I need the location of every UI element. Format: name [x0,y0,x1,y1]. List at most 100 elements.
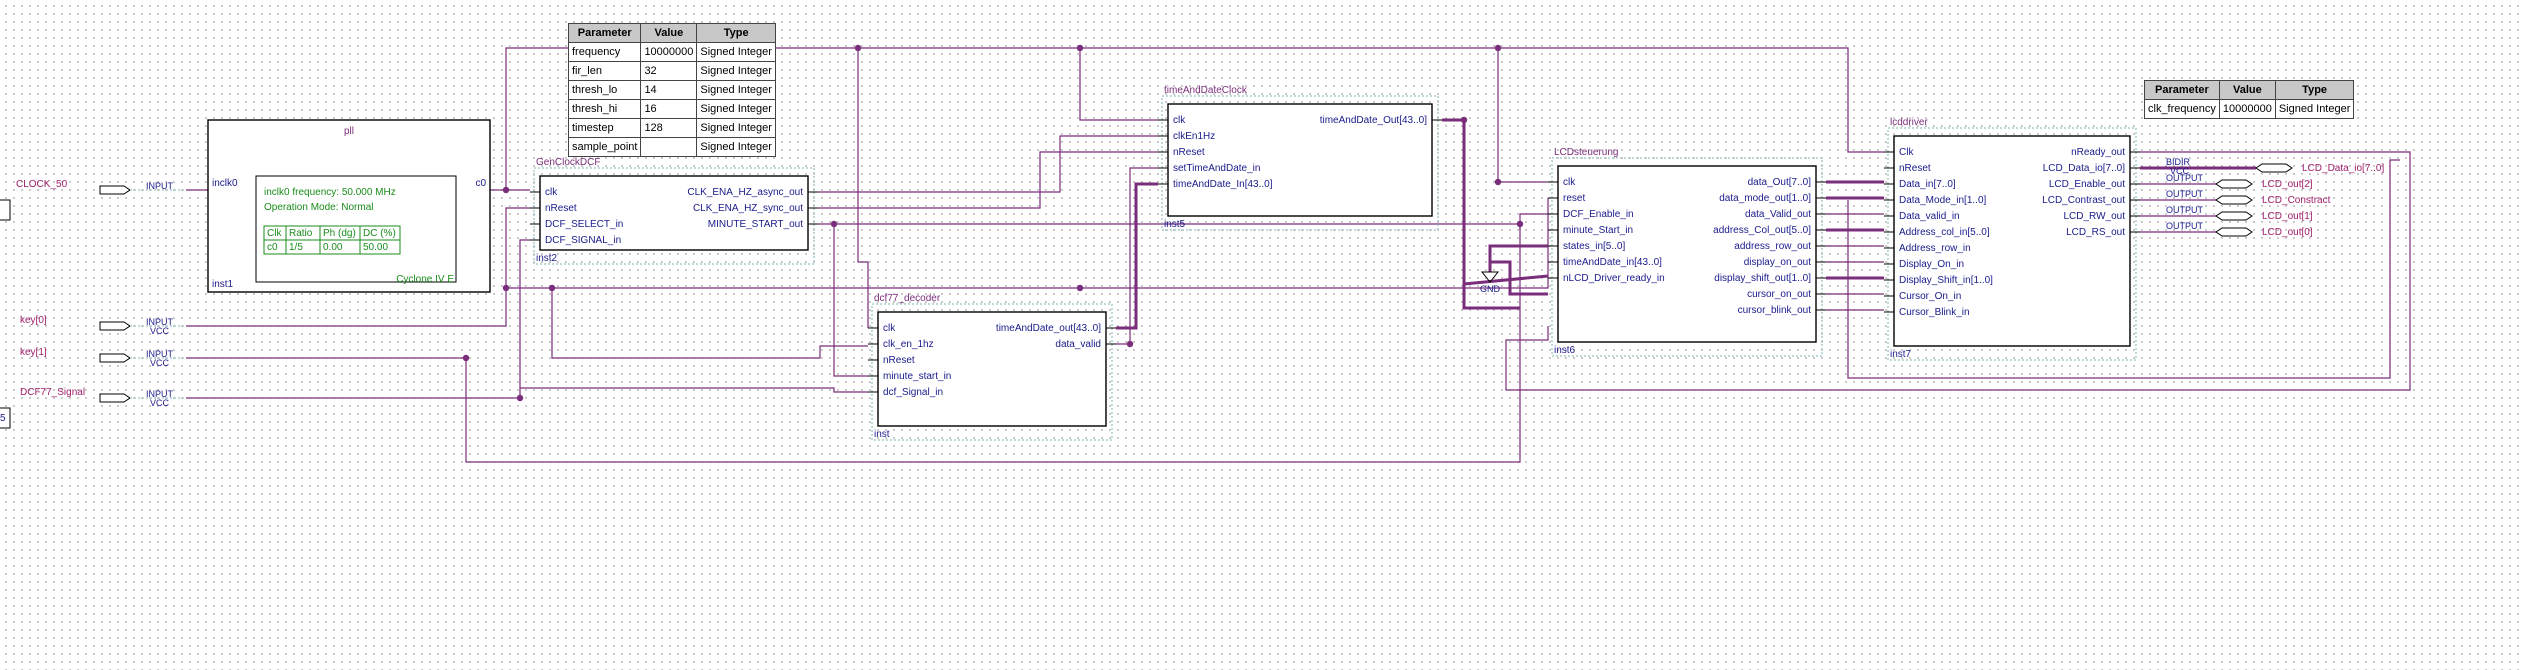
pin-symbol [2215,179,2253,189]
output-pin[interactable] [2215,227,2253,237]
junction-dot [516,394,524,402]
output-port: LCD_Contrast_out [2042,195,2125,206]
param-cell: 10000000 [2218,99,2276,119]
genclockdcf-block[interactable] [530,167,818,265]
output-port: CLK_ENA_HZ_async_out [687,187,803,198]
param-cell: thresh_lo [567,80,642,100]
junction-dot [1494,178,1502,186]
input-pin[interactable] [99,353,186,363]
junction-dots [462,44,1524,402]
pll-table-value: 1/5 [289,242,303,253]
pll-table-header: DC (%) [363,228,396,239]
input-port: nLCD_Driver_ready_in [1563,273,1665,284]
lcddriver-block-title: lcddriver [1890,117,1928,128]
param-cell: 16 [640,99,698,119]
wire [1116,167,1158,345]
output-port: nReady_out [2071,147,2125,158]
param-cell: 128 [640,118,698,138]
wire [505,207,530,288]
input-port: Display_Shift_in[1..0] [1899,275,1993,286]
wire [1505,151,2411,391]
block-body [877,311,1107,427]
output-port: data_Valid_out [1745,209,1811,220]
input-port: clk_en_1hz [883,339,934,350]
input-port: states_in[5..0] [1563,241,1625,252]
input-port: Address_row_in [1899,243,1971,254]
wire [818,135,1158,193]
wire [857,48,869,328]
pin-direction: INPUT [146,181,174,191]
input-port: minute_Start_in [1563,225,1633,236]
output-port: LCD_RS_out [2066,227,2125,238]
pin-vcc: VCC [150,358,170,368]
genclockdcf-block-title: GenClockDCF [536,157,600,168]
input-pin[interactable] [99,321,186,331]
junction-dot [548,284,556,292]
output-port: timeAndDate_out[43..0] [996,323,1101,334]
param-cell: 14 [640,80,698,100]
param-cell: Signed Integer [696,80,776,100]
lcddriver-block[interactable] [1884,127,2140,361]
pin-symbol [2215,211,2253,221]
output-port: address_row_out [1734,241,1811,252]
input-pin[interactable] [99,393,186,403]
lcdsteuerung-block-inst: inst6 [1554,345,1576,356]
param-cell: Signed Integer [696,42,776,62]
wire [520,387,868,393]
wire [818,151,1158,209]
output-pin[interactable] [2215,195,2253,205]
output-pin[interactable] [2215,211,2253,221]
input-pin[interactable] [99,185,186,195]
pll-table-cell [359,239,401,255]
dcf77-decoder-block-inst: inst [874,429,890,440]
output-pin[interactable] [2215,179,2253,189]
block-body [1557,165,1817,343]
input-port: clk [545,187,558,198]
offscreen-pin [0,407,11,429]
pin-direction: OUTPUT [2166,189,2204,199]
output-port: data_valid [1055,339,1101,350]
wire [1497,48,1548,183]
pin-direction: BIDIR [2166,157,2191,167]
lcdsteuerung-block-title: LCDsteuerung [1554,147,1618,158]
pll-mode: Operation Mode: Normal [264,202,374,213]
timeanddateclock-block-inst: inst5 [1164,219,1186,230]
pin-symbol [2215,195,2253,205]
offscreen-pin [0,199,11,221]
input-port: Data_valid_in [1899,211,1960,222]
pll-table-value: c0 [267,242,278,253]
block-body [1893,135,2131,347]
pin-symbol [99,321,131,331]
wire [1488,244,1548,272]
pll-output-port: c0 [475,178,486,189]
output-pin[interactable] [2255,163,2293,173]
block-body [539,175,809,251]
timeanddateclock-block[interactable] [1158,95,1442,231]
pll-info-box [255,175,457,283]
input-port: Display_On_in [1899,259,1964,270]
output-port: data_Out[7..0] [1748,177,1812,188]
junction-dot [1516,220,1524,228]
param-cell: Signed Integer [696,61,776,81]
output-port: LCD_RW_out [2063,211,2125,222]
junction-dot [830,220,838,228]
wire [1847,159,2400,379]
block-outline [871,303,1113,441]
pin-symbol [2215,227,2253,237]
lcdsteuerung-block[interactable] [1548,157,1826,357]
pll-table-header: Clk [267,228,282,239]
input-port: clkEn1Hz [1173,131,1215,142]
pin-name: LCD_out[1] [2262,211,2313,222]
param-header: Type [2274,80,2355,100]
block-outline [533,167,815,265]
pin-name: key[1] [20,347,47,358]
dcf77-decoder-block[interactable] [868,303,1116,441]
pll-block[interactable] [207,119,491,293]
pin-direction: INPUT [146,389,174,399]
junction-dot [1126,340,1134,348]
